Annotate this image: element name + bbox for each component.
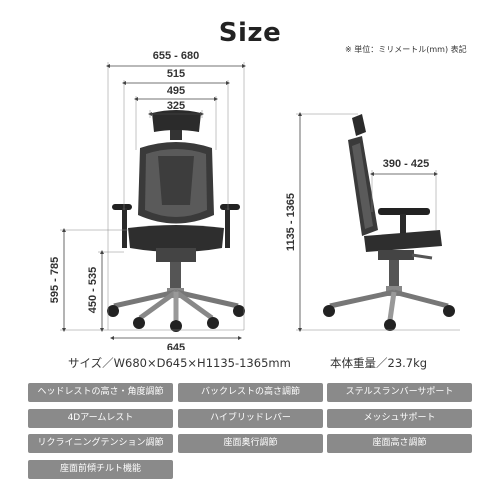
feature-mesh-support: メッシュサポート bbox=[327, 409, 472, 428]
feature-hybrid-lever: ハイブリッドレバー bbox=[178, 409, 323, 428]
feature-seat-tilt: 座面前傾チルト機能 bbox=[28, 460, 173, 479]
unit-note: ※ 単位：ミリメートル(mm) 表記 bbox=[345, 45, 467, 54]
feature-backrest-height: バックレストの高さ調節 bbox=[178, 383, 323, 402]
dim-total-height: 1135 - 1365 bbox=[285, 193, 297, 251]
feature-recline-tension: リクライニングテンション調節 bbox=[28, 434, 173, 453]
dimension-diagram: 655 - 680 515 495 325 595 - 785 450 - 53… bbox=[49, 50, 460, 350]
dim-seat-height: 595 - 785 bbox=[49, 257, 61, 303]
dim-depth-base: 645 bbox=[167, 342, 185, 350]
dim-armrest-height: 450 - 535 bbox=[87, 267, 99, 313]
front-chair-illustration bbox=[107, 110, 245, 332]
page-title: Size bbox=[218, 18, 282, 48]
side-chair-illustration bbox=[323, 114, 455, 331]
feature-headrest-adjust: ヘッドレストの高さ・角度調節 bbox=[28, 383, 173, 402]
weight-spec: 本体重量／23.7kg bbox=[330, 356, 428, 370]
dim-width-495: 495 bbox=[167, 85, 185, 97]
feature-4d-armrest: 4Dアームレスト bbox=[28, 409, 173, 428]
dim-width-515: 515 bbox=[167, 68, 185, 80]
feature-seat-depth: 座面奥行調節 bbox=[178, 434, 323, 453]
size-spec: サイズ／W680×D645×H1135-1365mm bbox=[68, 356, 291, 370]
feature-seat-height: 座面高さ調節 bbox=[327, 434, 472, 453]
dim-width-325: 325 bbox=[167, 100, 185, 112]
dim-width-outer: 655 - 680 bbox=[153, 50, 199, 62]
dim-armrest-depth: 390 - 425 bbox=[383, 158, 429, 170]
feature-stealth-lumbar: ステルスランバーサポート bbox=[327, 383, 472, 402]
